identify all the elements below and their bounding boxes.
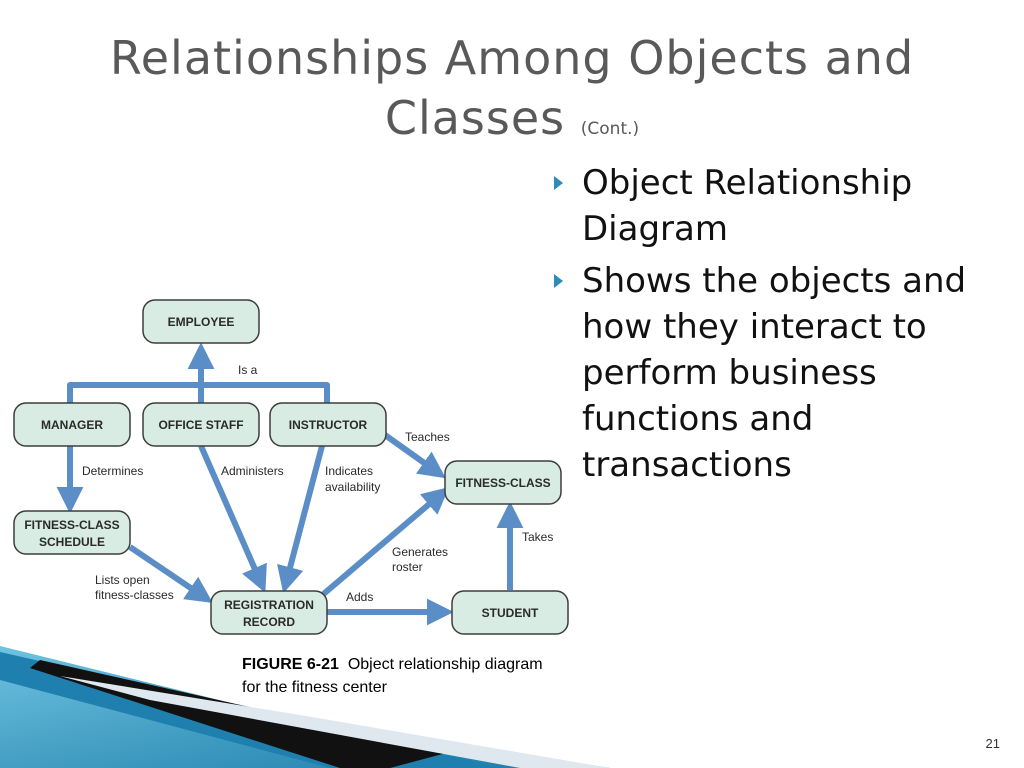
is-a-label: Is a [238, 363, 258, 377]
office-staff-label: OFFICE STAFF [158, 418, 243, 432]
registration-label-line-2: RECORD [243, 615, 295, 629]
slide-title: Relationships Among Objects and Classes … [0, 28, 1024, 159]
fitness-class-node [444, 460, 562, 505]
caption-text-2: for the fitness center [242, 679, 387, 696]
bullet-text: Shows the objects and how they interact … [582, 261, 967, 485]
bullet-item: Object Relationship Diagram [554, 160, 994, 252]
bullet-text: Object Relationship Diagram [582, 163, 913, 249]
generates-roster-arrow [318, 486, 450, 600]
generates-label-line-1: Generates [392, 545, 448, 559]
generates-label-line-2: roster [392, 560, 423, 574]
determines-label: Determines [82, 464, 143, 478]
student-label: STUDENT [482, 606, 539, 620]
title-line-1: Relationships Among Objects and [109, 31, 915, 85]
fitness-class-label: FITNESS-CLASS [455, 476, 550, 490]
bullet-item: Shows the objects and how they interact … [554, 258, 994, 488]
registration-label-line-1: REGISTRATION [224, 598, 314, 612]
office-staff-node [142, 402, 260, 447]
bullet-arrow-icon [554, 274, 563, 288]
manager-node [13, 402, 131, 447]
student-node [451, 590, 569, 635]
teaches-arrow [383, 432, 446, 479]
bullet-arrow-icon [554, 176, 563, 190]
title-line-2: Classes (Cont.) [0, 88, 1024, 159]
employee-node [142, 299, 260, 344]
caption-label: FIGURE 6-21 [242, 656, 339, 673]
caption-text: Object relationship diagram [347, 656, 543, 673]
page-number: 21 [985, 736, 1000, 751]
light-band [60, 676, 610, 768]
lists-label-line-2: fitness-classes [95, 588, 174, 602]
title-classes: Classes [384, 91, 566, 145]
registration-record-node [210, 590, 328, 635]
title-cont: (Cont.) [580, 119, 640, 139]
schedule-label-line-2: SCHEDULE [39, 535, 105, 549]
takes-label: Takes [522, 530, 553, 544]
indicates-availability-arrow [277, 445, 325, 594]
lists-label-line-1: Lists open [95, 573, 150, 587]
administers-arrow [198, 444, 267, 593]
bullet-list: Object Relationship Diagram Shows the ob… [554, 160, 994, 494]
teal-band [0, 646, 610, 768]
instructor-label: INSTRUCTOR [289, 418, 368, 432]
lists-open-arrow [128, 544, 213, 604]
instructor-node [269, 402, 387, 447]
indicates-label-line-2: availability [325, 480, 380, 494]
fitness-class-schedule-node [13, 510, 131, 555]
figure-caption: FIGURE 6-21 Object relationship diagram … [242, 653, 642, 699]
employee-label: EMPLOYEE [168, 315, 235, 329]
adds-label: Adds [346, 590, 373, 604]
schedule-label-line-1: FITNESS-CLASS [24, 518, 119, 532]
indicates-label-line-1: Indicates [325, 464, 373, 478]
manager-label: MANAGER [41, 418, 103, 432]
teaches-label: Teaches [405, 430, 450, 444]
administers-label: Administers [221, 464, 284, 478]
